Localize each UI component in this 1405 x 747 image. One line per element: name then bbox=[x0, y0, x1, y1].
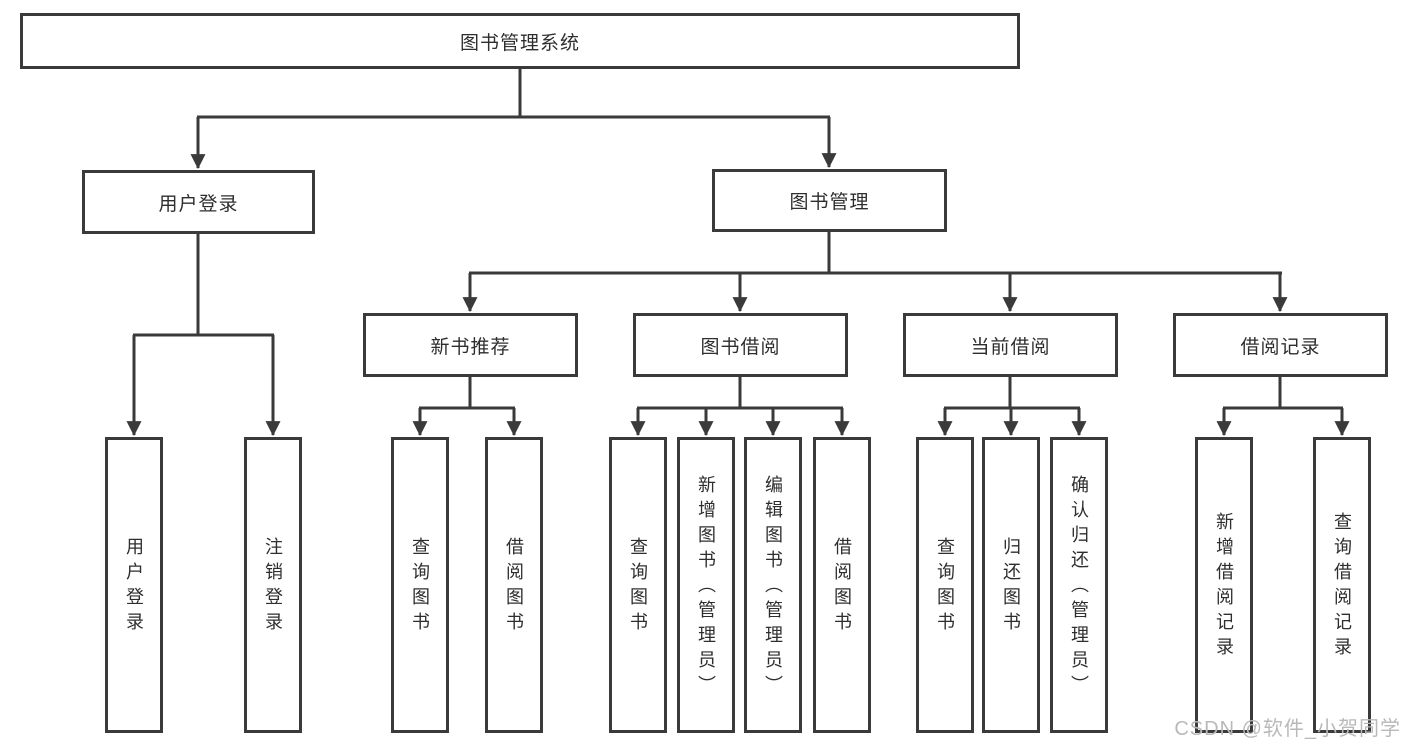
leaf-borrow-books-recommend: 借阅图书 bbox=[485, 437, 543, 733]
node-borrowing-records: 借阅记录 bbox=[1173, 313, 1388, 377]
leaf-borrow-books: 借阅图书 bbox=[813, 437, 871, 733]
node-new-book-recommend: 新书推荐 bbox=[363, 313, 578, 377]
leaf-logout: 注销登录 bbox=[244, 437, 302, 733]
leaf-confirm-return-admin: 确认归还（管理员） bbox=[1050, 437, 1108, 733]
node-user-login-branch: 用户登录 bbox=[82, 170, 315, 234]
leaf-query-borrow-record: 查询借阅记录 bbox=[1313, 437, 1371, 733]
leaf-add-books-admin: 新增图书（管理员） bbox=[677, 437, 735, 733]
leaf-return-books: 归还图书 bbox=[982, 437, 1040, 733]
node-book-borrowing: 图书借阅 bbox=[633, 313, 848, 377]
node-book-management-branch: 图书管理 bbox=[712, 169, 947, 232]
leaf-query-books-current: 查询图书 bbox=[916, 437, 974, 733]
csdn-watermark: CSDN @软件_小贺同学 bbox=[1174, 718, 1401, 740]
node-current-borrowing: 当前借阅 bbox=[903, 313, 1118, 377]
leaf-query-books-borrowing: 查询图书 bbox=[609, 437, 667, 733]
node-library-management-system: 图书管理系统 bbox=[20, 13, 1020, 69]
leaf-user-login: 用户登录 bbox=[105, 437, 163, 733]
leaf-add-borrow-record: 新增借阅记录 bbox=[1195, 437, 1253, 733]
leaf-query-books-recommend: 查询图书 bbox=[391, 437, 449, 733]
leaf-edit-books-admin: 编辑图书（管理员） bbox=[744, 437, 802, 733]
